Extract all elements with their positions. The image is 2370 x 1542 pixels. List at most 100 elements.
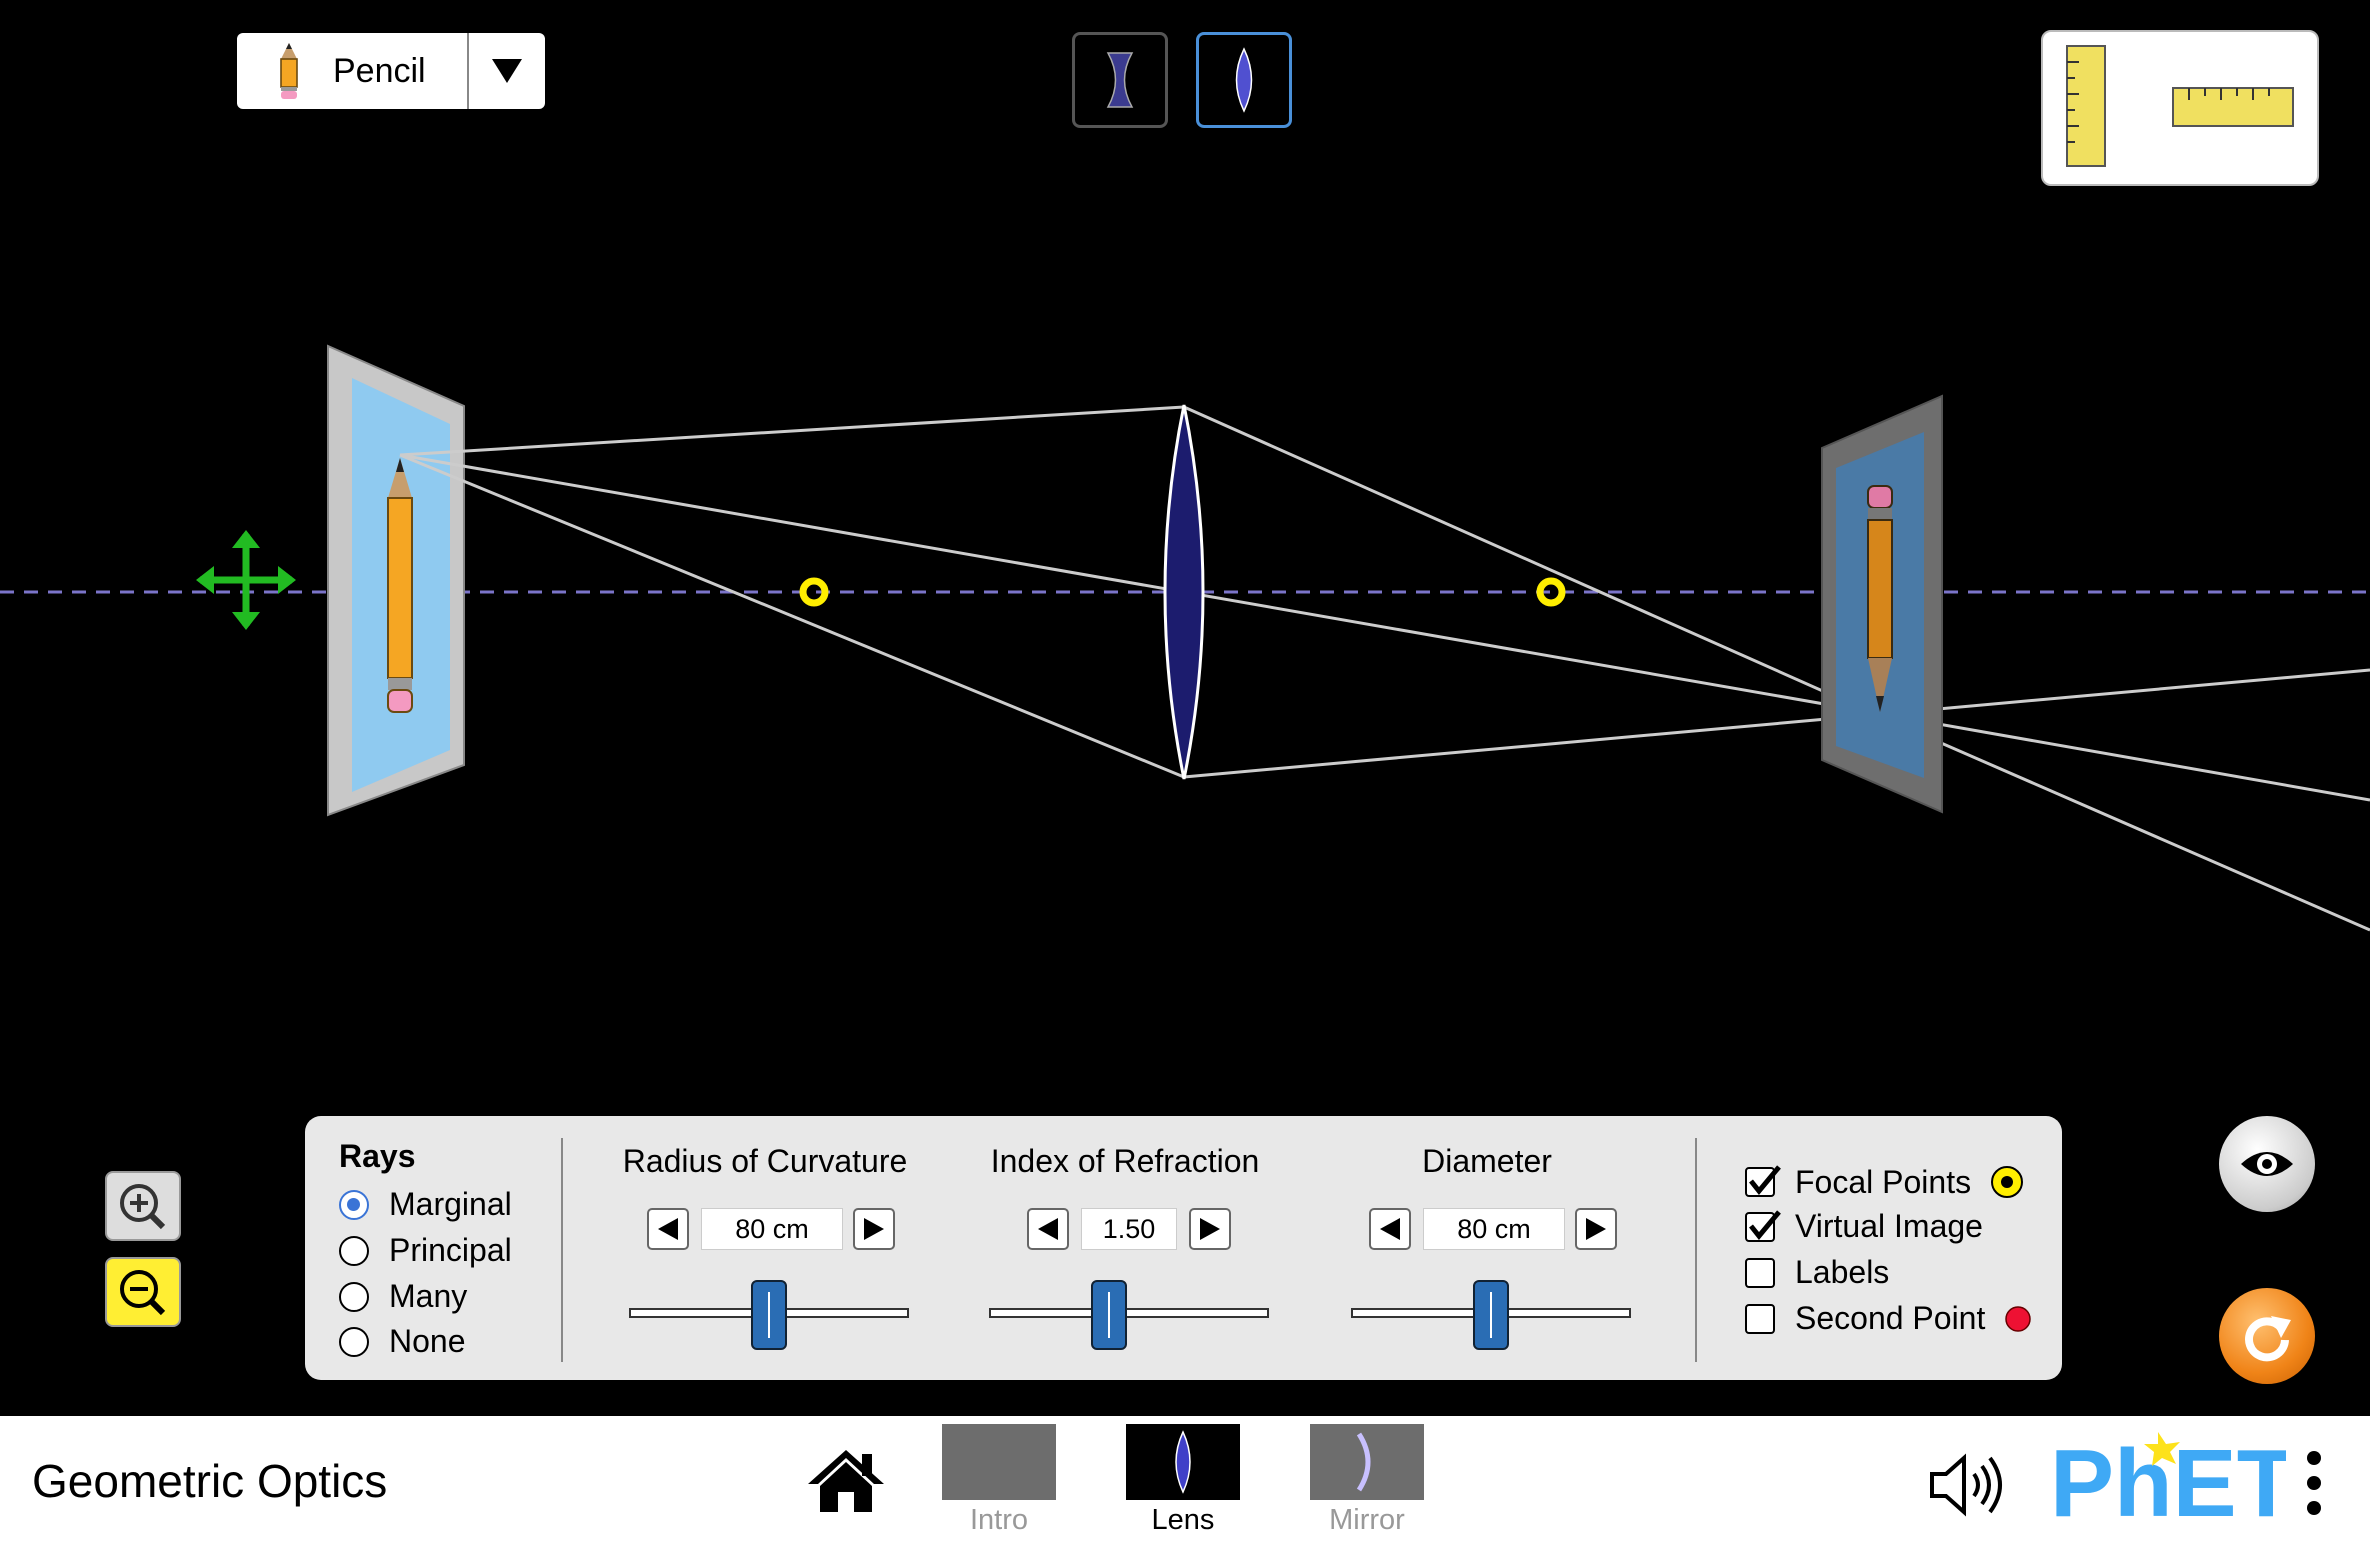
rays-option-principal[interactable]: Principal: [339, 1232, 512, 1269]
diameter-decrease-button[interactable]: [1369, 1208, 1411, 1250]
convex-lens-button[interactable]: [1196, 32, 1292, 128]
radio-button[interactable]: [339, 1281, 369, 1312]
virtual-image-label: Virtual Image: [1795, 1208, 1983, 1244]
diameter-slider-thumb[interactable]: [1473, 1280, 1509, 1350]
diameter-title: Diameter: [1422, 1143, 1552, 1179]
eye-button[interactable]: [2219, 1116, 2315, 1212]
intro-thumbnail: [942, 1424, 1056, 1500]
convex-lens-icon: [1175, 1430, 1191, 1494]
object-pencil: [387, 458, 413, 713]
labels-label: Labels: [1795, 1254, 1890, 1290]
diameter-value: 80 cm: [1423, 1208, 1565, 1250]
tab-label: Intro: [969, 1504, 1029, 1536]
mirror-icon: [1356, 1432, 1371, 1492]
move-handle-icon[interactable]: [196, 530, 296, 630]
home-icon[interactable]: [806, 1446, 886, 1516]
arrow-left-icon: [658, 1218, 678, 1240]
screen-tab-lens[interactable]: Lens: [1126, 1424, 1240, 1537]
rays-title: Rays: [339, 1138, 416, 1174]
object-frame[interactable]: [327, 344, 465, 817]
radio-label: Many: [389, 1278, 468, 1314]
sound-icon[interactable]: [1928, 1452, 2008, 1518]
zoom-in-icon: [120, 1184, 166, 1230]
index-slider-thumb[interactable]: [1091, 1280, 1128, 1350]
radius-decrease-button[interactable]: [647, 1208, 689, 1250]
radio-label: Principal: [389, 1232, 512, 1268]
phet-logo[interactable]: PhET: [2050, 1430, 2286, 1530]
labels-checkbox-row[interactable]: Labels: [1745, 1254, 1889, 1291]
focal-point-right: [1536, 577, 1566, 607]
optics-scene: [0, 344, 2370, 932]
convex-lens[interactable]: [1163, 404, 1205, 780]
reset-all-button[interactable]: [2219, 1288, 2315, 1384]
horizontal-ruler-icon[interactable]: [2172, 87, 2294, 127]
convex-lens-icon: [1235, 47, 1253, 113]
image-frame: [1821, 394, 1943, 814]
rays-option-many[interactable]: Many: [339, 1278, 467, 1315]
checkbox[interactable]: [1745, 1257, 1775, 1288]
focal-points-checkbox-row[interactable]: Focal Points: [1745, 1162, 2027, 1202]
ruler-toolbox: [2041, 30, 2319, 186]
concave-lens-icon: [1106, 52, 1134, 108]
arrow-left-icon: [1038, 1218, 1058, 1240]
checkbox[interactable]: [1745, 1209, 1781, 1242]
rays-option-marginal[interactable]: Marginal: [339, 1186, 512, 1223]
check-mark-icon: [1749, 1209, 1781, 1240]
pencil-icon: [280, 43, 298, 99]
panel-divider: [561, 1138, 563, 1362]
checkbox[interactable]: [1745, 1303, 1775, 1334]
second-point-label: Second Point: [1795, 1300, 1986, 1336]
radio-button[interactable]: [339, 1326, 369, 1357]
reset-icon: [2245, 1316, 2291, 1362]
zoom-out-button[interactable]: [105, 1257, 181, 1327]
arrow-left-icon: [1380, 1218, 1400, 1240]
vertical-ruler-icon[interactable]: [2066, 45, 2106, 167]
navigation-bar: Geometric Optics Intro Lens Mirror PhET: [0, 1416, 2370, 1542]
arrow-right-icon: [1586, 1218, 1606, 1240]
lens-thumbnail: [1126, 1424, 1240, 1500]
concave-lens-button[interactable]: [1072, 32, 1168, 128]
red-point-marker-icon: [2005, 1305, 2032, 1332]
rays-option-none[interactable]: None: [339, 1323, 466, 1360]
screen-tab-intro[interactable]: Intro: [942, 1424, 1056, 1537]
diameter-increase-button[interactable]: [1575, 1208, 1617, 1250]
sim-title: Geometric Optics: [32, 1455, 388, 1507]
index-title: Index of Refraction: [990, 1143, 1260, 1179]
index-increase-button[interactable]: [1189, 1208, 1231, 1250]
radius-increase-button[interactable]: [853, 1208, 895, 1250]
radio-button[interactable]: [339, 1189, 369, 1220]
dropdown-arrow-icon[interactable]: [467, 33, 545, 109]
radio-label: None: [389, 1323, 466, 1359]
simulation-area: Pencil: [0, 30, 2370, 1384]
index-value: 1.50: [1081, 1208, 1177, 1250]
radius-value: 80 cm: [701, 1208, 843, 1250]
radius-slider-thumb[interactable]: [751, 1280, 787, 1350]
object-selector-label: Pencil: [333, 51, 426, 90]
virtual-image-checkbox-row[interactable]: Virtual Image: [1745, 1208, 1983, 1245]
panel-divider: [1695, 1138, 1697, 1362]
index-slider-track[interactable]: [989, 1308, 1269, 1318]
more-options-icon[interactable]: [2304, 1448, 2324, 1518]
tab-label: Mirror: [1329, 1504, 1405, 1536]
checkbox[interactable]: [1745, 1165, 1781, 1197]
screen-tab-mirror[interactable]: Mirror: [1310, 1424, 1424, 1537]
mirror-thumbnail: [1310, 1424, 1424, 1500]
light-rays: [399, 405, 2370, 932]
index-decrease-button[interactable]: [1027, 1208, 1069, 1250]
yellow-focal-marker-icon: [1991, 1166, 2024, 1198]
check-mark-icon: [1749, 1165, 1781, 1195]
zoom-in-button[interactable]: [105, 1171, 181, 1241]
focal-point-left: [799, 577, 829, 607]
object-selector[interactable]: Pencil: [237, 33, 545, 109]
tab-label: Lens: [1151, 1504, 1215, 1536]
focal-points-label: Focal Points: [1795, 1163, 1972, 1200]
eye-icon: [2241, 1152, 2293, 1176]
arrow-right-icon: [864, 1218, 884, 1240]
zoom-out-icon: [120, 1270, 166, 1316]
radius-title: Radius of Curvature: [622, 1143, 908, 1179]
radio-button[interactable]: [339, 1235, 369, 1266]
arrow-right-icon: [1200, 1218, 1220, 1240]
control-panel: Rays Marginal Principal Many None Radius…: [305, 1116, 2062, 1380]
second-point-checkbox-row[interactable]: Second Point: [1745, 1300, 2035, 1337]
radio-label: Marginal: [389, 1186, 512, 1222]
